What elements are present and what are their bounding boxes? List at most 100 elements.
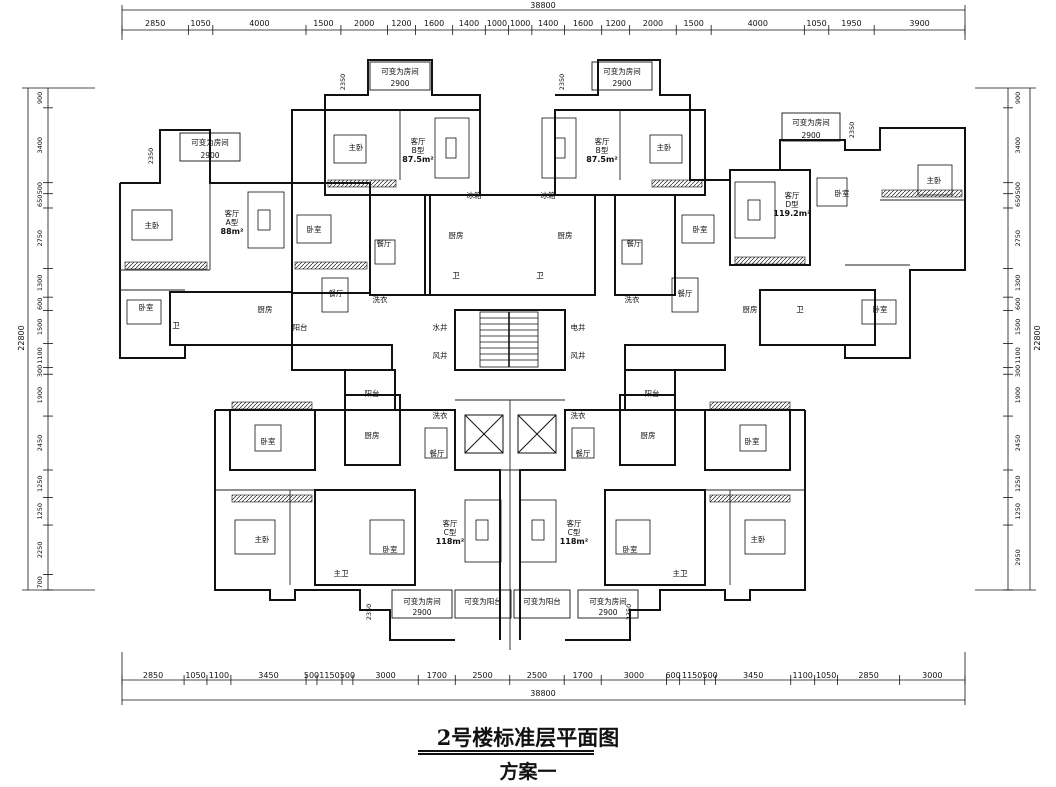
left-segment-label: 3400 xyxy=(36,137,44,154)
flex-balcony-label: 可变为阳台 xyxy=(464,596,502,606)
room-label: 餐厅 xyxy=(329,289,344,298)
bottom-segment-label: 1150 xyxy=(682,671,702,680)
room-label: 卧室 xyxy=(835,188,850,198)
top-segment-label: 3900 xyxy=(909,19,929,28)
left-segment-label: 1250 xyxy=(36,503,44,520)
building-walls xyxy=(119,59,966,641)
bay-dimension: 2900 xyxy=(390,79,409,88)
right-segment-label: 1250 xyxy=(1014,475,1022,492)
flex-room-label: 可变为房间 xyxy=(589,596,627,606)
left-segment-label: 900 xyxy=(36,92,44,104)
room-label: 餐厅 xyxy=(678,289,693,298)
sofa-sets xyxy=(247,117,776,563)
right-segment-label: 1900 xyxy=(1014,387,1022,404)
living-room-label: 客厅 xyxy=(443,518,458,528)
bottom-segment-label: 1700 xyxy=(573,671,593,680)
top-segment-label: 1000 xyxy=(487,19,507,28)
bottom-segment-label: 3450 xyxy=(258,671,278,680)
top-segment-label: 4000 xyxy=(249,19,269,28)
bottom-dimension-ticks xyxy=(121,675,966,685)
drawing-title: 2号楼标准层平面图 xyxy=(436,725,620,750)
left-segment-label: 1500 xyxy=(36,319,44,336)
unit-type-label: A型 xyxy=(226,218,239,227)
bay-depth-dimension: 2350 xyxy=(365,604,373,621)
room-label: 卧室 xyxy=(745,436,760,446)
bay-dimension: 2900 xyxy=(612,79,631,88)
room-label: 主卧 xyxy=(657,142,672,152)
bay-dimension: 2900 xyxy=(598,608,617,617)
room-label: 主卧 xyxy=(349,142,364,152)
flex-room-label: 可变为房间 xyxy=(603,66,641,76)
room-label: 风井 xyxy=(571,350,586,360)
room-label: 水井 xyxy=(433,322,448,332)
bottom-segment-label: 2500 xyxy=(472,671,492,680)
bottom-segment-label: 1150 xyxy=(319,671,339,680)
room-label: 厨房 xyxy=(743,304,758,314)
bottom-total-dimension: 38800 xyxy=(530,689,555,698)
room-label: 卧室 xyxy=(693,224,708,234)
living-room-label: 客厅 xyxy=(785,190,800,200)
top-segment-label: 1400 xyxy=(459,19,479,28)
unit-type-label: D型 xyxy=(785,200,799,209)
room-label: 厨房 xyxy=(641,430,656,440)
right-segment-label: 2750 xyxy=(1014,230,1022,247)
left-segment-label: 300 xyxy=(36,365,44,377)
left-segment-label: 500 xyxy=(36,182,44,194)
room-label: 餐厅 xyxy=(576,449,591,458)
unit-type-label: C型 xyxy=(444,528,457,537)
bottom-segment-label: 3450 xyxy=(743,671,763,680)
room-label: 卫 xyxy=(536,271,544,280)
unit-area-label: 118m² xyxy=(560,537,589,546)
right-segment-label: 1100 xyxy=(1014,347,1022,364)
right-total-dimension: 22800 xyxy=(1033,325,1042,350)
bottom-segment-label: 1100 xyxy=(793,671,813,680)
top-segment-label: 2850 xyxy=(145,19,165,28)
room-label: 主卧 xyxy=(145,220,160,230)
unit-area-label: 88m² xyxy=(221,227,244,236)
left-segment-label: 600 xyxy=(36,298,44,310)
unit-area-label: 119.2m² xyxy=(773,209,811,218)
flex-room-label: 可变为房间 xyxy=(403,596,441,606)
left-segment-label: 1100 xyxy=(36,347,44,364)
bottom-segment-label: 500 xyxy=(340,671,355,680)
title-underline-2 xyxy=(418,753,594,755)
bottom-segment-label: 500 xyxy=(702,671,717,680)
bottom-segment-label: 600 xyxy=(665,671,680,680)
bottom-segment-label: 1100 xyxy=(209,671,229,680)
top-segment-label: 1400 xyxy=(538,19,558,28)
room-label: 厨房 xyxy=(258,304,273,314)
left-segment-label: 2750 xyxy=(36,230,44,247)
left-segment-label: 650 xyxy=(36,195,44,207)
flex-room-label: 可变为房间 xyxy=(381,66,419,76)
flex-room-label: 可变为房间 xyxy=(792,117,830,127)
bottom-segment-label: 2500 xyxy=(527,671,547,680)
room-label: 阳台 xyxy=(365,388,380,398)
room-label: 电井 xyxy=(571,322,586,332)
top-segment-label: 1050 xyxy=(806,19,826,28)
right-segment-label: 650 xyxy=(1014,195,1022,207)
living-room-label: 客厅 xyxy=(225,208,240,218)
bottom-segment-label: 1050 xyxy=(185,671,205,680)
living-room-label: 客厅 xyxy=(595,136,610,146)
bay-dimension: 2900 xyxy=(200,151,219,160)
drawing-subtitle: 方案一 xyxy=(499,761,557,783)
top-segment-label: 1000 xyxy=(510,19,530,28)
flex-balcony-label: 可变为阳台 xyxy=(523,596,561,606)
bottom-segment-label: 3000 xyxy=(624,671,644,680)
bay-depth-dimension: 2350 xyxy=(147,148,155,165)
top-segment-label: 1200 xyxy=(391,19,411,28)
right-segment-label: 1250 xyxy=(1014,503,1022,520)
top-dimension-lines xyxy=(121,5,966,40)
top-segment-label: 2000 xyxy=(643,19,663,28)
room-label: 冰箱 xyxy=(467,190,482,200)
elevator-shafts xyxy=(464,414,557,454)
left-segment-label: 1250 xyxy=(36,475,44,492)
right-segment-label: 3400 xyxy=(1014,137,1022,154)
top-dimension-ticks xyxy=(121,25,966,35)
room-label: 阳台 xyxy=(645,388,660,398)
room-label: 卧室 xyxy=(623,544,638,554)
room-label: 卫 xyxy=(172,321,180,330)
